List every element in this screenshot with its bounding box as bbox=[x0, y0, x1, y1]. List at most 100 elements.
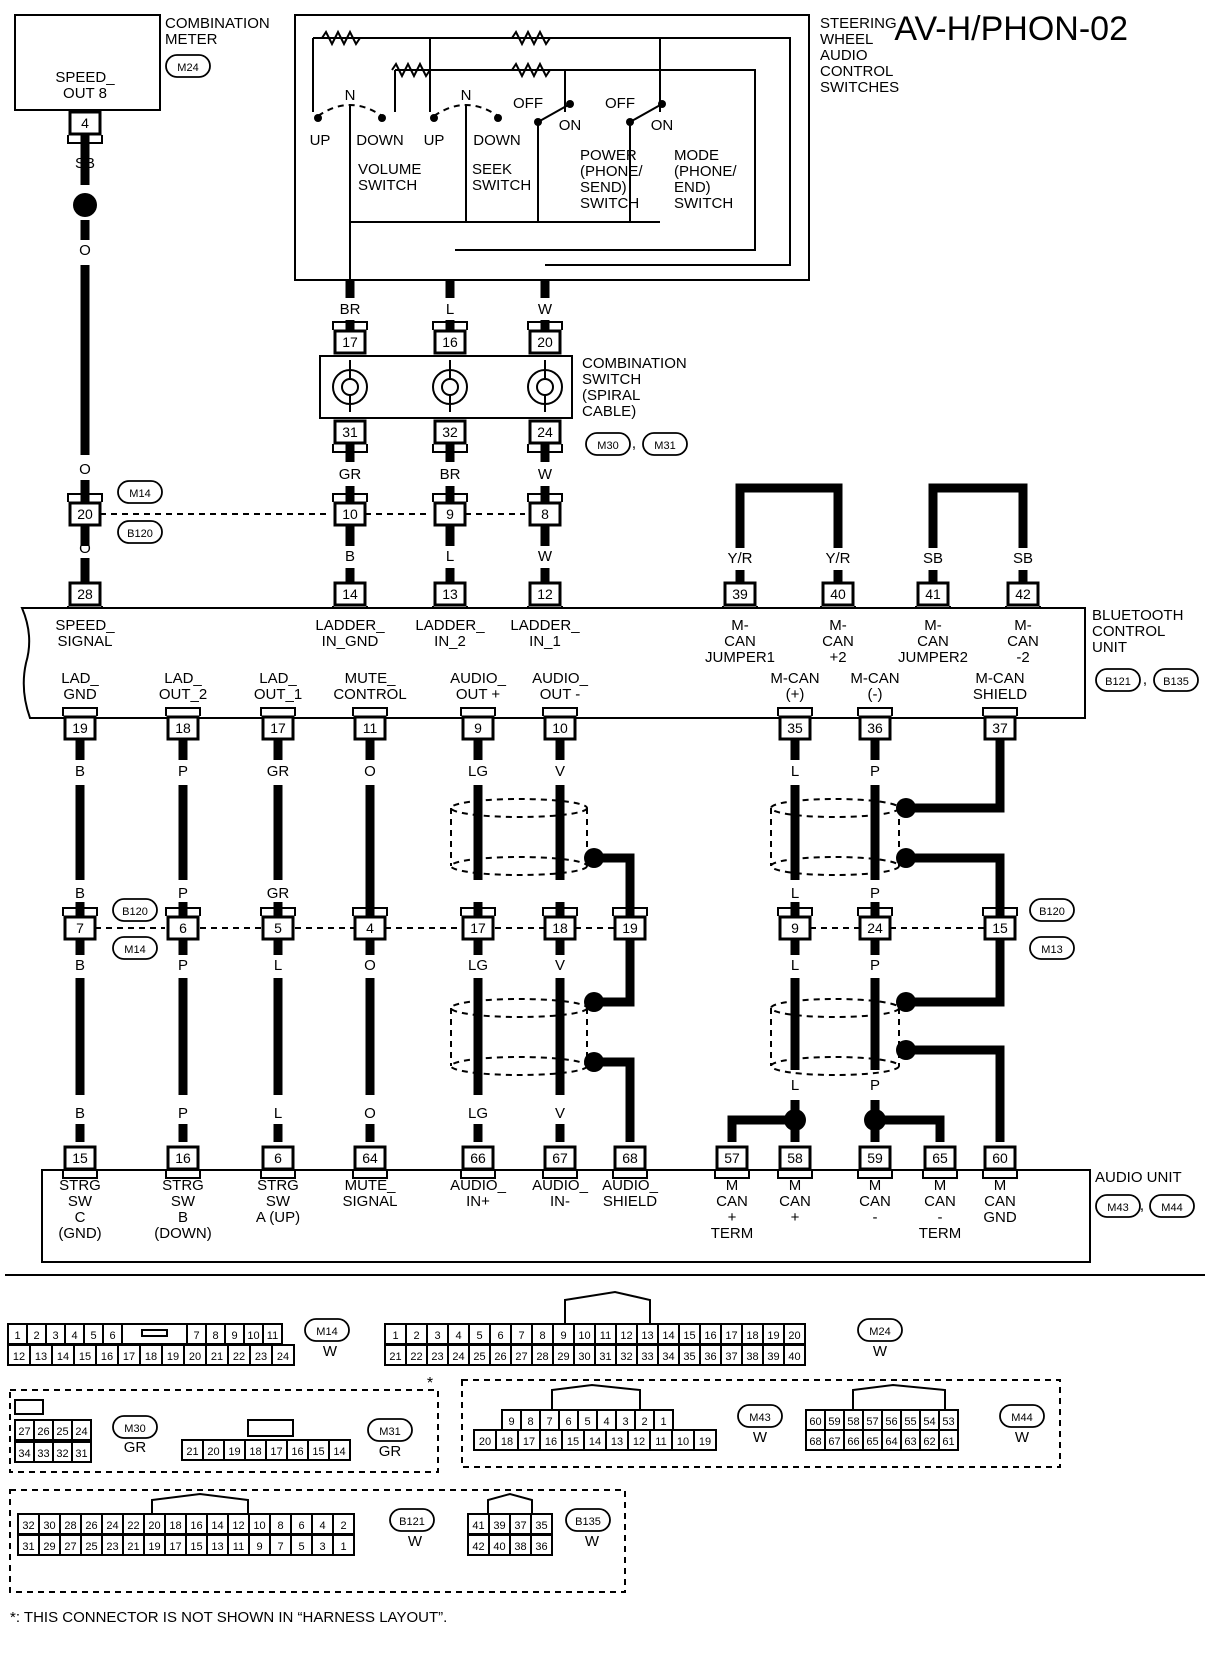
pin-bracket bbox=[332, 321, 368, 330]
pin-box bbox=[983, 915, 1017, 941]
m14-cell: 12 bbox=[13, 1351, 25, 1363]
b121-cell: 22 bbox=[127, 1520, 139, 1532]
au-pin-10: 65 bbox=[932, 1150, 948, 1166]
pin-box bbox=[715, 1145, 749, 1171]
bt-lower-pin-3: 11 bbox=[363, 720, 378, 736]
m43-cell: 18 bbox=[501, 1436, 513, 1448]
pin-bracket bbox=[62, 707, 98, 716]
lower-c1-4: LG bbox=[468, 763, 488, 780]
lower-jc-pin-1: 6 bbox=[179, 920, 187, 936]
m24-cell: 10 bbox=[578, 1330, 590, 1342]
switch-contact bbox=[566, 100, 574, 108]
switch-contact bbox=[658, 100, 666, 108]
pin-bracket bbox=[857, 707, 893, 716]
bt-upper-label-7: M-CAN-2 bbox=[1007, 617, 1039, 666]
pin-box bbox=[353, 715, 387, 741]
b135-key bbox=[487, 1492, 533, 1514]
lower-c3-7: L bbox=[791, 957, 799, 974]
b121-cell: 1 bbox=[340, 1541, 346, 1553]
jc-lower-left-a: B120 bbox=[122, 906, 148, 918]
m30-cell: 33 bbox=[37, 1448, 49, 1460]
m24-cell: 30 bbox=[578, 1351, 590, 1363]
m24-cell: 13 bbox=[641, 1330, 653, 1342]
b121-id: B121 bbox=[399, 1516, 425, 1528]
speed-color-1: SB bbox=[75, 155, 95, 172]
b135-cell: 42 bbox=[472, 1541, 484, 1553]
m14-cell: 11 bbox=[267, 1330, 278, 1342]
m24-cell: 32 bbox=[620, 1351, 632, 1363]
audio-shield bbox=[594, 940, 635, 1007]
b121-cell: 20 bbox=[148, 1520, 160, 1532]
b121-cell: 17 bbox=[169, 1541, 181, 1553]
m44-cell: 67 bbox=[828, 1436, 840, 1448]
can-splice bbox=[896, 798, 916, 818]
m14-cell: 6 bbox=[109, 1330, 115, 1342]
pin-box bbox=[261, 1145, 295, 1171]
m31-cell: 20 bbox=[207, 1446, 219, 1458]
pin-bracket bbox=[432, 493, 468, 502]
cs-bot-pin-1: 32 bbox=[442, 424, 458, 440]
jc-upper-b: B120 bbox=[127, 528, 153, 540]
m43-cell: 7 bbox=[546, 1416, 552, 1428]
m24-cell: 7 bbox=[518, 1330, 524, 1342]
m24-cell: 14 bbox=[662, 1330, 674, 1342]
combination-switch-box bbox=[319, 355, 573, 419]
m31-cell: 17 bbox=[270, 1446, 282, 1458]
m43-cell: 17 bbox=[523, 1436, 535, 1448]
m14-cell: 10 bbox=[247, 1330, 259, 1342]
m-can-jumper bbox=[928, 483, 1028, 548]
m14-id: M14 bbox=[316, 1326, 337, 1338]
pin-box bbox=[858, 1145, 892, 1171]
m14-cell: 16 bbox=[101, 1351, 113, 1363]
au-pin-9: 59 bbox=[867, 1150, 883, 1166]
m24-id: M24 bbox=[869, 1326, 890, 1338]
lower-c4-2: L bbox=[274, 1105, 282, 1122]
pin-bracket bbox=[260, 907, 296, 916]
speed-junction-pin: 20 bbox=[77, 506, 93, 522]
au-pin-3: 64 bbox=[362, 1150, 378, 1166]
junction-color-2: W bbox=[538, 548, 553, 565]
connector-oval bbox=[112, 1415, 158, 1439]
bt-lower-pin-2: 17 bbox=[270, 720, 286, 736]
m24-cell: 33 bbox=[641, 1351, 653, 1363]
cs-bot-pin-0: 31 bbox=[342, 424, 358, 440]
m43-cell: 16 bbox=[545, 1436, 557, 1448]
m24-color: W bbox=[873, 1343, 888, 1360]
m24-cell: 9 bbox=[560, 1330, 566, 1342]
pin-bracket bbox=[777, 1170, 813, 1179]
pin-bracket bbox=[527, 493, 563, 502]
lower-c3-4: LG bbox=[468, 957, 488, 974]
group-box bbox=[9, 1489, 626, 1593]
lower-jc-pin-2: 5 bbox=[274, 920, 282, 936]
audio-shield bbox=[594, 853, 635, 916]
m44-cell: 65 bbox=[866, 1436, 878, 1448]
seek-n: N bbox=[461, 87, 472, 104]
bt-jumper-pin-3: 42 bbox=[1015, 586, 1031, 602]
jc-upper-a: M14 bbox=[129, 488, 150, 500]
m43-id: M43 bbox=[749, 1412, 770, 1424]
can-shield bbox=[906, 853, 1005, 916]
pin-box bbox=[1006, 581, 1040, 607]
m31-cell: 16 bbox=[291, 1446, 303, 1458]
meter-connector: M24 bbox=[177, 62, 198, 74]
m30-cell: 34 bbox=[18, 1448, 30, 1460]
m44-cell: 61 bbox=[942, 1436, 954, 1448]
connector-oval bbox=[1095, 1194, 1141, 1218]
b121-cell: 18 bbox=[169, 1520, 181, 1532]
mode-on: ON bbox=[651, 117, 674, 134]
bt-lower-label-2: LAD_OUT_1 bbox=[254, 670, 302, 703]
m24-cell: 11 bbox=[600, 1330, 611, 1342]
bt-lower-pin-4: 9 bbox=[474, 720, 482, 736]
connector-oval bbox=[1029, 936, 1075, 960]
m31-color: GR bbox=[379, 1443, 402, 1460]
m24-cell: 24 bbox=[452, 1351, 464, 1363]
m24-cell: 34 bbox=[662, 1351, 674, 1363]
pin-box bbox=[613, 915, 647, 941]
m-can-jumper bbox=[735, 483, 843, 548]
m14-cell: 22 bbox=[233, 1351, 245, 1363]
